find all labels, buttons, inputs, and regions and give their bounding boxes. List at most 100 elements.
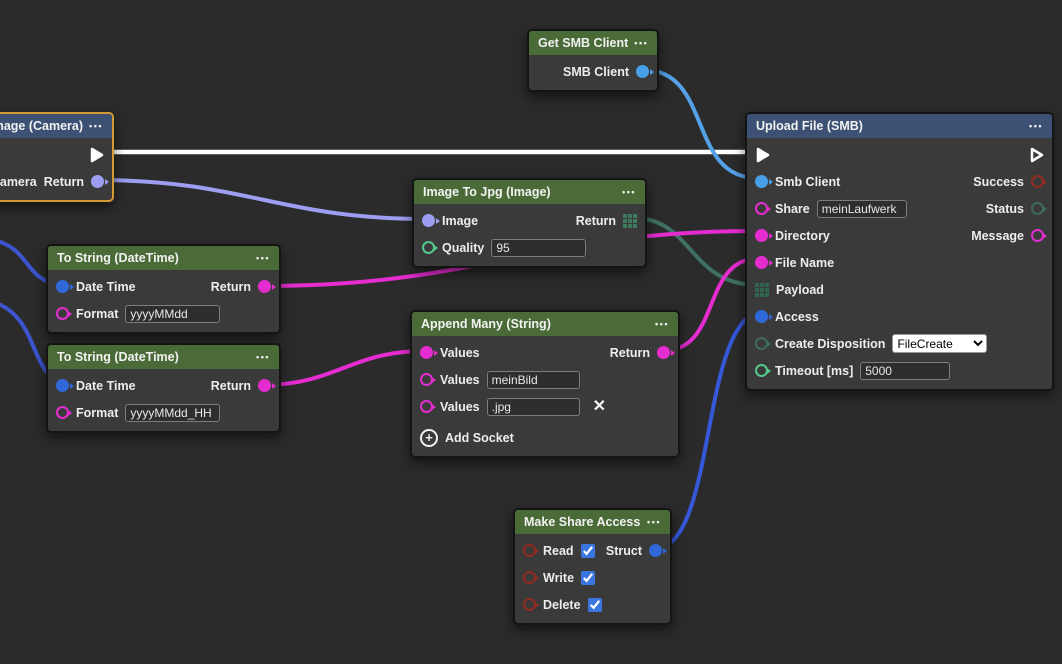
- node-row: Values: [412, 366, 678, 393]
- remove-socket-button[interactable]: ✕: [592, 397, 607, 415]
- file-name-input-socket[interactable]: [755, 256, 768, 269]
- node-header[interactable]: Image (Camera)•••: [0, 114, 112, 138]
- node-header[interactable]: Make Share Access•••: [515, 510, 670, 534]
- message-output-socket[interactable]: [1031, 229, 1044, 242]
- write-checkbox[interactable]: [581, 570, 596, 585]
- smbclient-wire[interactable]: [642, 68, 759, 180]
- node-header[interactable]: Upload File (SMB)•••: [747, 114, 1052, 138]
- node-row: [0, 141, 112, 168]
- return-label: Return: [210, 279, 251, 294]
- directory-input-socket[interactable]: [755, 229, 768, 242]
- appendmany-to-filename-wire[interactable]: [660, 256, 759, 353]
- node-row: Quality: [414, 234, 645, 261]
- share-input[interactable]: [816, 199, 907, 218]
- return-output-socket[interactable]: [258, 379, 271, 392]
- share-input-socket[interactable]: [755, 202, 768, 215]
- struct-to-access-wire[interactable]: [653, 310, 759, 551]
- status-output-socket[interactable]: [1031, 202, 1044, 215]
- access-input-socket[interactable]: [755, 310, 768, 323]
- quality-input-socket[interactable]: [422, 241, 435, 254]
- ellipsis-menu-icon[interactable]: •••: [647, 517, 661, 527]
- return-label: Return: [575, 213, 616, 228]
- camera-return-to-image-wire[interactable]: [95, 178, 429, 221]
- ellipsis-menu-icon[interactable]: •••: [622, 187, 636, 197]
- node-header[interactable]: To String (DateTime)•••: [48, 345, 279, 369]
- access-label: Access: [775, 309, 819, 324]
- create-disposition-input-socket[interactable]: [755, 337, 768, 350]
- exec-out-pin[interactable]: [1029, 146, 1044, 164]
- smb-client-input-socket[interactable]: [755, 175, 768, 188]
- smb-client-output-socket[interactable]: [636, 65, 649, 78]
- quality-input[interactable]: [491, 238, 587, 257]
- timeout-input-socket[interactable]: [755, 364, 768, 377]
- exec-in-pin[interactable]: [755, 146, 770, 164]
- values-2-label: Values: [440, 372, 480, 387]
- format-input-socket[interactable]: [56, 406, 69, 419]
- ellipsis-menu-icon[interactable]: •••: [256, 352, 270, 362]
- row-right-group: SMB Client: [563, 65, 649, 79]
- values-input-socket[interactable]: [420, 346, 433, 359]
- tostring2-to-appendmany-wire[interactable]: [261, 349, 426, 387]
- date-time-input-socket[interactable]: [56, 280, 69, 293]
- success-output-socket[interactable]: [1031, 175, 1044, 188]
- write-input-socket[interactable]: [523, 571, 536, 584]
- values-3-input[interactable]: [486, 397, 580, 416]
- return-output-socket[interactable]: [258, 280, 271, 293]
- row-right-group: Success: [973, 175, 1044, 189]
- add-socket-icon[interactable]: +: [420, 428, 438, 447]
- format-label: Format: [76, 405, 119, 420]
- delete-checkbox[interactable]: [587, 597, 602, 612]
- ellipsis-menu-icon[interactable]: •••: [256, 253, 270, 263]
- values-2-input[interactable]: [486, 370, 580, 389]
- node-body: SMB Client: [529, 55, 657, 90]
- smb-client-label: Smb Client: [775, 174, 841, 189]
- node-title: Get SMB Client: [538, 36, 629, 50]
- return-output-socket[interactable]: [623, 213, 637, 228]
- directory-label: Directory: [775, 228, 830, 243]
- node-header[interactable]: Image To Jpg (Image)•••: [414, 180, 645, 204]
- delete-input-socket[interactable]: [523, 598, 536, 611]
- payload-input-socket[interactable]: [755, 282, 769, 297]
- create-disposition-select[interactable]: FileCreate: [892, 334, 988, 353]
- node-get-smb-client[interactable]: Get SMB Client ••• SMB Client: [527, 29, 659, 92]
- node-header[interactable]: Get SMB Client •••: [529, 31, 657, 55]
- ellipsis-menu-icon[interactable]: •••: [634, 38, 649, 48]
- format-input[interactable]: [125, 403, 221, 422]
- image-input-socket[interactable]: [422, 214, 435, 227]
- values-3-input-socket[interactable]: [420, 400, 433, 413]
- node-header[interactable]: To String (DateTime)•••: [48, 246, 279, 270]
- ellipsis-menu-icon[interactable]: •••: [655, 319, 669, 329]
- read-checkbox[interactable]: [580, 543, 595, 558]
- read-input-socket[interactable]: [523, 544, 536, 557]
- exec-out-pin[interactable]: [89, 146, 104, 164]
- node-row: Access: [747, 303, 1052, 330]
- ellipsis-menu-icon[interactable]: •••: [89, 121, 103, 131]
- values-2-input-socket[interactable]: [420, 373, 433, 386]
- node-row: Timeout [ms]: [747, 357, 1052, 384]
- add-socket-label: Add Socket: [445, 430, 514, 445]
- date-time-input-socket[interactable]: [56, 379, 69, 392]
- timeout-input[interactable]: [860, 361, 951, 380]
- return-output-socket[interactable]: [91, 175, 104, 188]
- values-label: Values: [440, 345, 480, 360]
- node-image-camera[interactable]: Image (Camera)•••CameraReturn: [0, 112, 114, 202]
- message-label: Message: [971, 228, 1024, 243]
- node-row: Directory Message: [747, 222, 1052, 249]
- imagetojpg-to-payload-wire[interactable]: [632, 216, 759, 287]
- ellipsis-menu-icon[interactable]: •••: [1029, 121, 1043, 131]
- node-header[interactable]: Append Many (String)•••: [412, 312, 678, 336]
- format-input-socket[interactable]: [56, 307, 69, 320]
- struct-output-socket[interactable]: [649, 544, 662, 557]
- format-input[interactable]: [125, 304, 221, 323]
- return-output-socket[interactable]: [657, 346, 670, 359]
